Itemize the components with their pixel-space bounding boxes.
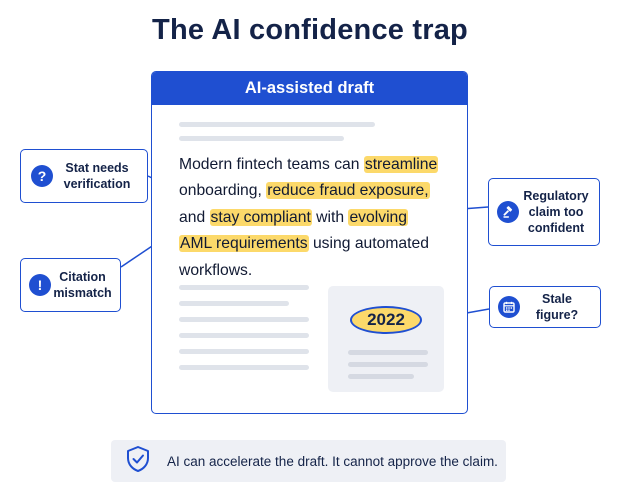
placeholder-line: [179, 365, 309, 370]
placeholder-line: [179, 349, 309, 354]
paragraph-text: using automated: [308, 235, 429, 253]
annotation-stat: ? Stat needs verification: [20, 149, 148, 203]
footer-banner: AI can accelerate the draft. It cannot a…: [111, 440, 506, 482]
placeholder-line: [179, 285, 309, 290]
page-title: The AI confidence trap: [152, 14, 468, 46]
draft-document: AI-assisted draft Modern fintech teams c…: [151, 71, 468, 414]
paragraph-text: with: [311, 208, 349, 226]
draft-header: AI-assisted draft: [152, 72, 467, 105]
annotation-stale: Stale figure?: [489, 286, 601, 328]
annotation-regulatory-label: Regulatory claim too confident: [523, 189, 589, 235]
footer-message: AI can accelerate the draft. It cannot a…: [167, 453, 498, 469]
question-icon: ?: [31, 165, 53, 187]
paragraph-text: onboarding,: [179, 182, 267, 200]
placeholder-line: [179, 333, 309, 338]
placeholder-line: [348, 374, 414, 379]
annotation-citation: ! Citation mismatch: [20, 258, 121, 312]
figure-card: 2022: [328, 286, 444, 392]
annotation-citation-label: Citation mismatch: [53, 270, 112, 300]
highlighted-phrase: evolving: [348, 208, 409, 226]
paragraph-line: AML requirements using automated: [179, 231, 467, 257]
annotation-regulatory: Regulatory claim too confident: [488, 178, 600, 246]
highlighted-phrase: reduce fraud exposure,: [266, 182, 430, 200]
gavel-icon: [497, 201, 519, 223]
exclamation-icon: !: [29, 274, 51, 296]
paragraph-line: onboarding, reduce fraud exposure,: [179, 178, 467, 204]
paragraph-text: workflows.: [179, 261, 253, 279]
placeholder-line: [179, 122, 375, 127]
paragraph-text: Modern fintech teams can: [179, 156, 364, 173]
placeholder-line: [179, 136, 344, 141]
highlighted-phrase: stay compliant: [209, 208, 312, 226]
year-figure: 2022: [350, 306, 422, 334]
calendar-icon: [498, 296, 520, 318]
paragraph-line: and stay compliant with evolving: [179, 205, 467, 231]
highlighted-phrase: AML requirements: [179, 235, 309, 253]
annotation-stale-label: Stale figure?: [535, 292, 579, 322]
paragraph-text: and: [179, 208, 210, 226]
placeholder-line: [348, 350, 428, 355]
paragraph-line: Modern fintech teams can streamline: [179, 152, 467, 178]
annotation-stat-label: Stat needs verification: [63, 161, 131, 191]
shield-check-icon: [125, 445, 151, 478]
paragraph-line: workflows.: [179, 258, 467, 284]
highlighted-phrase: streamline: [363, 156, 439, 173]
placeholder-line: [179, 317, 309, 322]
placeholder-line: [179, 301, 289, 306]
placeholder-line: [348, 362, 428, 367]
